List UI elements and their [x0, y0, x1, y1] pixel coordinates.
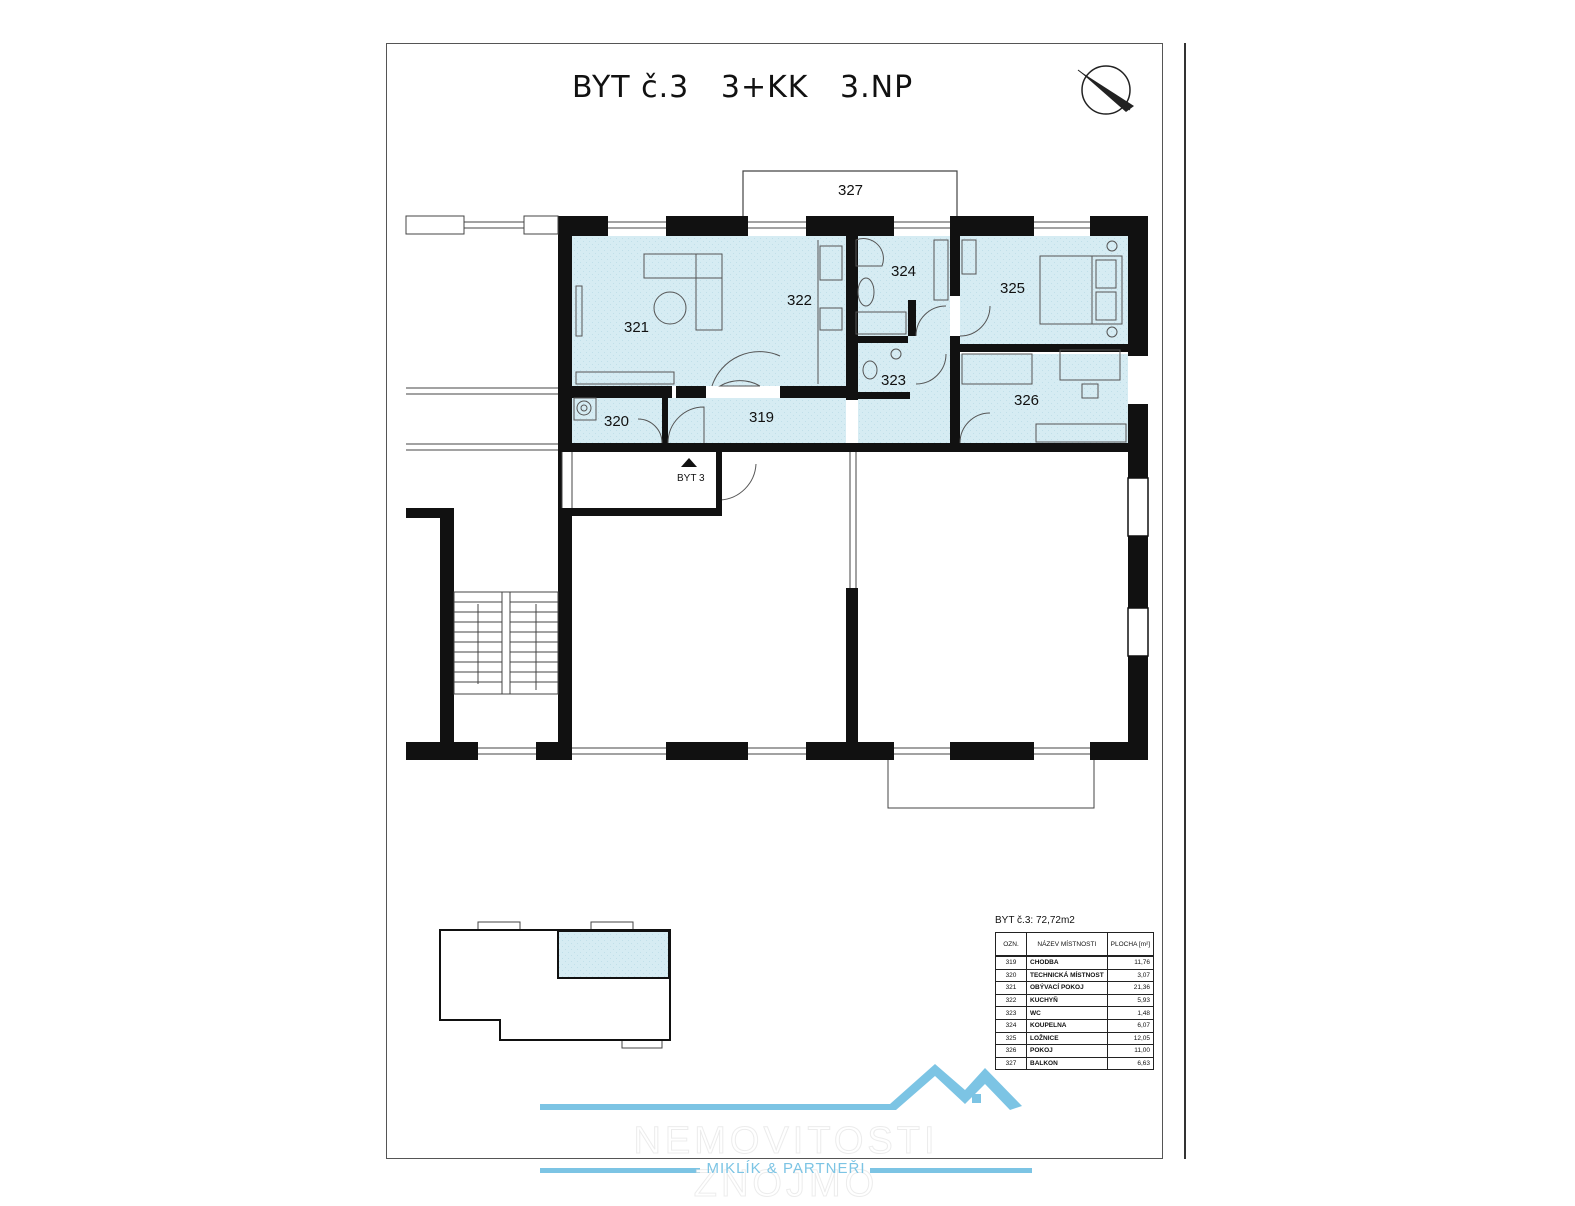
bathtub-icon: [855, 311, 907, 335]
room-name: LOŽNICE: [1026, 1031, 1108, 1046]
watermark-subtitle: MIKLÍK & PARTNEŘI: [706, 1160, 866, 1177]
building-walls: [406, 452, 1149, 760]
balcony-outline: [742, 170, 958, 218]
double-bed-icon: [1039, 255, 1123, 325]
room-label-320: 320: [604, 413, 629, 430]
entrance-triangle-icon: [681, 458, 697, 467]
header-nazev: NÁZEV MÍSTNOSTI: [1026, 932, 1108, 957]
table-header-row: OZN. NÁZEV MÍSTNOSTI PLOCHA [m²]: [995, 932, 1155, 957]
room-name: WC: [1026, 1006, 1108, 1020]
room-label-319: 319: [749, 409, 774, 426]
room-area: 11,76: [1106, 955, 1155, 970]
room-number: 321: [995, 981, 1027, 995]
room-name: CHODBA: [1026, 955, 1108, 970]
room-area: 21,36: [1106, 981, 1155, 995]
room-name: KUCHYŇ: [1026, 993, 1108, 1008]
tv-unit-icon: [575, 285, 583, 337]
room-label-321: 321: [624, 319, 649, 336]
boiler-icon: [576, 400, 592, 416]
room-area: 5,93: [1106, 993, 1155, 1008]
room-area: 1,48: [1106, 1006, 1155, 1020]
key-plan: [439, 921, 671, 1049]
stove-icon: [819, 245, 843, 281]
windows: [405, 215, 1095, 809]
room-area: 6,63: [1106, 1056, 1155, 1071]
washbasin-icon: [857, 277, 875, 307]
toilet-icon: [862, 360, 878, 380]
sink-icon: [819, 307, 843, 331]
room-name: OBÝVACÍ POKOJ: [1026, 981, 1108, 995]
room-number: 325: [995, 1031, 1027, 1046]
room-name: TECHNICKÁ MÍSTNOST: [1026, 968, 1108, 983]
room-area: 3,07: [1106, 968, 1155, 983]
room-number: 324: [995, 1018, 1027, 1033]
room-label-324: 324: [891, 263, 916, 280]
summary-area: 72,72m2: [1035, 915, 1075, 926]
room-number: 326: [995, 1044, 1027, 1058]
north-arrow-icon: [1077, 65, 1134, 115]
apartment-walls: [558, 216, 1148, 452]
sheet-separator-line: [1184, 43, 1186, 1159]
apartment-summary: BYT č.3: 72,72m2: [995, 915, 1075, 926]
header-plocha: PLOCHA [m²]: [1106, 932, 1155, 957]
room-name: POKOJ: [1026, 1044, 1108, 1058]
room-number: 327: [995, 1056, 1027, 1071]
shower-icon: [855, 238, 884, 267]
room-number: 323: [995, 1006, 1027, 1020]
room-number: 320: [995, 968, 1027, 983]
single-bed-icon: [961, 353, 1033, 385]
entrance-label: BYT 3: [677, 473, 705, 484]
furniture: [573, 238, 1127, 443]
room-label-322: 322: [787, 292, 812, 309]
drawing-sheet-border: [386, 43, 1163, 1159]
coffee-table-icon: [653, 291, 687, 325]
room-area: 12,05: [1106, 1031, 1155, 1046]
room-number: 319: [995, 955, 1027, 970]
summary-label: BYT č.3:: [995, 915, 1034, 926]
room-name: KOUPELNA: [1026, 1018, 1108, 1033]
room-name: BALKON: [1026, 1056, 1108, 1071]
house-roof-logo-icon: [540, 1064, 1032, 1173]
chair-icon: [1081, 383, 1099, 399]
plan-title: BYT č.3 3+KK 3.NP: [572, 70, 914, 105]
room-label-326: 326: [1014, 392, 1039, 409]
room-number: 322: [995, 993, 1027, 1008]
watermark-text: NEMOVITOSTI ZNOJMO: [633, 1120, 939, 1206]
room-area: 6,07: [1106, 1018, 1155, 1033]
room-label-325: 325: [1000, 280, 1025, 297]
room-labels: 321 322 324 325 319 320 323 326 327: [604, 182, 1039, 430]
desk-icon: [1059, 349, 1121, 381]
staircase: [453, 591, 559, 695]
room-label-323: 323: [881, 372, 906, 389]
room-area: 11,00: [1106, 1044, 1155, 1058]
header-oznaceni: OZN.: [995, 932, 1027, 957]
room-label-327: 327: [838, 182, 863, 199]
